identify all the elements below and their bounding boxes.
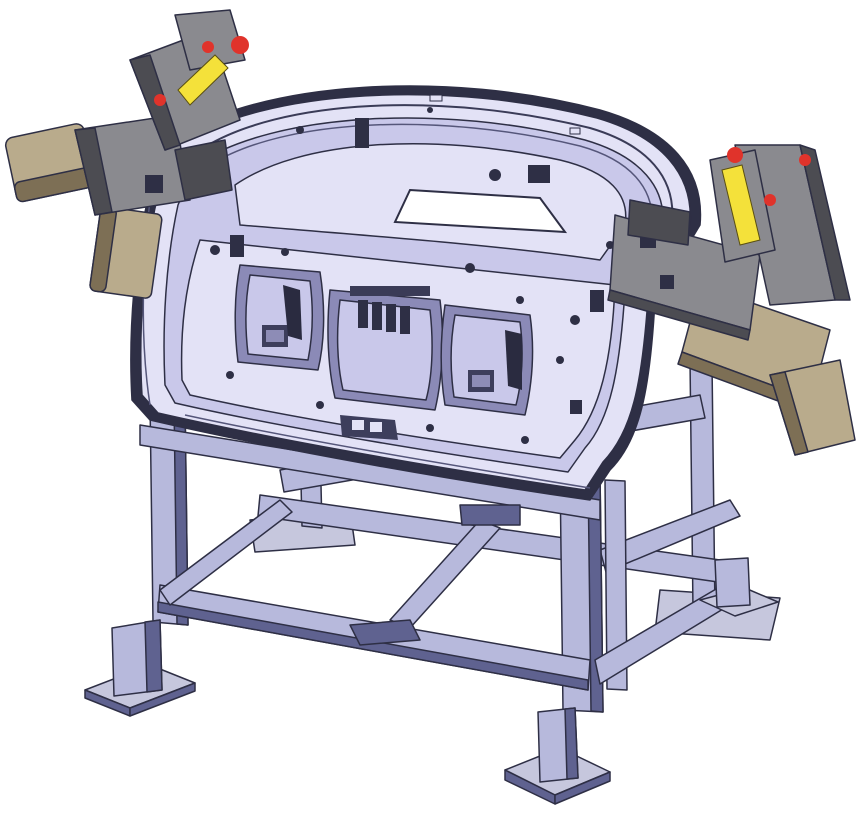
cross-rail-right (599, 499, 741, 573)
upper-rail-block (459, 504, 521, 526)
foot-front-right (504, 707, 611, 805)
panel-top-rim-inner (209, 123, 653, 227)
panel-top-rim (199, 104, 674, 223)
lower-rail-block (349, 619, 421, 646)
left-pocket (234, 264, 325, 371)
front-rail-lower-shade (157, 601, 589, 691)
foot-front-left (84, 619, 196, 717)
right-clamp-red-cap-3 (799, 154, 811, 166)
panel-brackets (230, 94, 604, 414)
right-clamp-red-cap-1 (727, 147, 743, 163)
left-clamp-arm-top (174, 9, 246, 71)
left-clamp-mount (174, 139, 233, 201)
window-opening (393, 188, 568, 234)
latch-bracket (340, 415, 398, 440)
right-clamp-mount (627, 199, 691, 246)
center-pocket (327, 286, 444, 411)
tailgate-panel (130, 85, 702, 501)
right-pocket (440, 304, 534, 416)
left-cylinder-horizontal (4, 123, 96, 203)
right-clamp-assembly (607, 144, 856, 456)
rear-leg-far (604, 479, 628, 691)
right-clamp-yellow-strip (721, 164, 761, 246)
locator-bolts (210, 107, 614, 444)
left-clamp-assembly (4, 9, 249, 299)
left-clamp-red-cap-3 (154, 94, 166, 106)
right-clamp-red-cap-2 (764, 194, 776, 206)
right-cylinder-lower (769, 359, 856, 456)
left-cylinder-lower (89, 206, 163, 299)
foot-rear-right (699, 557, 779, 617)
left-clamp-yellow-strip (177, 54, 229, 106)
left-clamp-red-cap-1 (231, 36, 249, 54)
left-clamp-red-cap-2 (202, 41, 214, 53)
panel-contour-line (184, 414, 591, 489)
side-rail-left (159, 499, 293, 606)
